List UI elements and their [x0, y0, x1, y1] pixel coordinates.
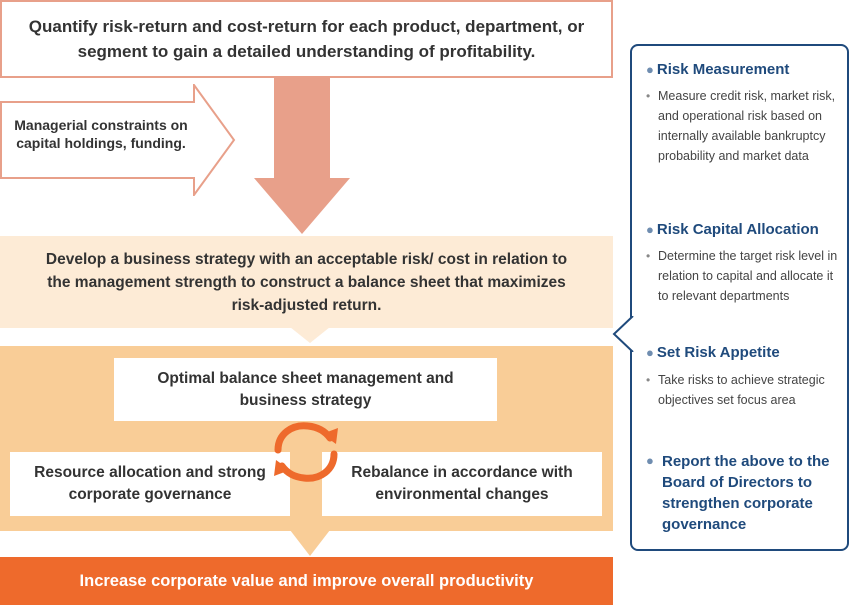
outcome-band: Increase corporate value and improve ove…	[0, 557, 613, 605]
heading-bullet-icon: ●	[646, 62, 654, 77]
risk-measurement-label: Risk Measurement	[656, 61, 790, 78]
strategy-text: Develop a business strategy with an acce…	[45, 250, 568, 314]
constraint-text: Managerial constraints on capital holdin…	[14, 117, 188, 151]
risk-measurement-body: Measure credit risk, market risk, and op…	[658, 89, 836, 163]
optimal-box: Optimal balance sheet management and bus…	[114, 358, 497, 421]
profitability-text: Quantify risk-return and cost-return for…	[28, 17, 585, 61]
rebalance-text: Rebalance in accordance with environment…	[351, 464, 573, 503]
rebalance-box: Rebalance in accordance with environment…	[322, 452, 602, 516]
outcome-text: Increase corporate value and improve ove…	[79, 571, 534, 590]
heading-bullet-icon: ●	[646, 345, 654, 360]
panel-pointer-shape	[612, 316, 634, 352]
cycle-arrows-icon	[274, 422, 338, 482]
text-bullet-icon: •	[646, 249, 651, 263]
optimal-text: Optimal balance sheet management and bus…	[157, 369, 454, 409]
heading-bullet-icon: ●	[646, 222, 654, 237]
strategy-band: Develop a business strategy with an acce…	[0, 236, 613, 328]
cycle-notch-shape	[290, 530, 330, 556]
resource-box: Resource allocation and strong corporate…	[10, 452, 290, 516]
down-arrow-shape	[254, 78, 350, 234]
risk-appetite-heading: ●Set Risk Appetite	[646, 343, 780, 363]
risk-capital-label: Risk Capital Allocation	[656, 221, 819, 238]
risk-panel	[630, 44, 849, 551]
profitability-box: Quantify risk-return and cost-return for…	[0, 0, 613, 78]
risk-measurement-heading: ●Risk Measurement	[646, 60, 789, 80]
risk-capital-body: Determine the target risk level in relat…	[658, 249, 838, 303]
text-bullet-icon: •	[646, 373, 651, 387]
strategy-notch-shape	[290, 327, 330, 343]
risk-appetite-body: Take risks to achieve strategic objectiv…	[658, 373, 825, 407]
heading-bullet-icon: ●	[646, 453, 654, 468]
report-heading: Report the above to the Board of Directo…	[662, 453, 830, 533]
resource-text: Resource allocation and strong corporate…	[34, 464, 266, 503]
risk-appetite-label: Set Risk Appetite	[656, 344, 780, 361]
risk-capital-heading: ●Risk Capital Allocation	[646, 220, 819, 240]
text-bullet-icon: •	[646, 89, 651, 103]
constraint-arrow-shape	[0, 84, 236, 196]
